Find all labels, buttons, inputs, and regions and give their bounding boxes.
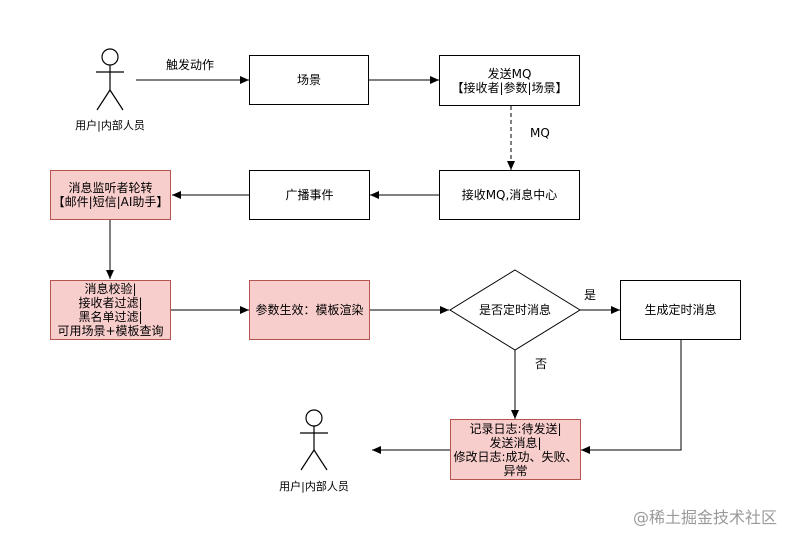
node-log: 记录日志:待发送| 发送消息| 修改日志:成功、失败、 异常	[450, 419, 581, 480]
actor-user-bottom-icon	[300, 409, 328, 471]
node-log-line: 记录日志:待发送|	[469, 421, 562, 436]
node-listener-poll-line: 【邮件|短信|AI助手】	[52, 195, 169, 209]
node-scene: 场景	[249, 55, 369, 105]
decision-diamond	[449, 269, 581, 351]
actor-user-top-icon	[96, 48, 124, 111]
edge-label-yes: 是	[584, 288, 597, 302]
node-receive-mq: 接收MQ,消息中心	[439, 170, 580, 220]
node-scene-line: 场景	[296, 73, 321, 87]
node-validate-line: 消息校验|	[84, 282, 137, 296]
node-validate-line: 黑名单过滤|	[78, 310, 143, 324]
node-validate-line: 接收者过滤|	[78, 296, 143, 310]
node-validate-line: 可用场景+模板查询	[57, 324, 164, 338]
node-listener-poll: 消息监听者轮转 【邮件|短信|AI助手】	[50, 170, 171, 220]
node-log-line: 异常	[503, 463, 528, 478]
node-send-mq-line: 发送MQ	[487, 66, 532, 81]
node-param-render-line: 参数生效：模板渲染	[255, 303, 364, 317]
node-log-line: 修改日志:成功、失败、	[453, 449, 578, 464]
node-validate: 消息校验| 接收者过滤| 黑名单过滤| 可用场景+模板查询	[50, 280, 171, 340]
node-gen-scheduled: 生成定时消息	[620, 280, 741, 340]
node-send-mq: 发送MQ 【接收者|参数|场景】	[439, 55, 580, 106]
edge-scheduled-to-log	[581, 340, 682, 454]
edge-label-trigger: 触发动作	[166, 58, 215, 72]
edge-label-mq: MQ	[530, 126, 550, 140]
node-log-line: 发送消息|	[489, 435, 542, 450]
node-broadcast-line: 广播事件	[285, 188, 334, 202]
actor-user-bottom-label: 用户|内部人员	[279, 480, 349, 493]
node-is-scheduled: 是否定时消息	[478, 303, 551, 317]
node-send-mq-line: 【接收者|参数|场景】	[451, 80, 568, 95]
node-receive-mq-line: 接收MQ,消息中心	[461, 188, 558, 202]
node-listener-poll-line: 消息监听者轮转	[68, 181, 153, 195]
edge-label-no: 否	[535, 357, 548, 371]
watermark: @稀土掘金技术社区	[632, 508, 777, 527]
actor-user-top-label: 用户|内部人员	[75, 119, 145, 132]
node-param-render: 参数生效：模板渲染	[249, 280, 370, 340]
node-broadcast: 广播事件	[249, 170, 370, 220]
node-gen-scheduled-line: 生成定时消息	[644, 303, 717, 317]
